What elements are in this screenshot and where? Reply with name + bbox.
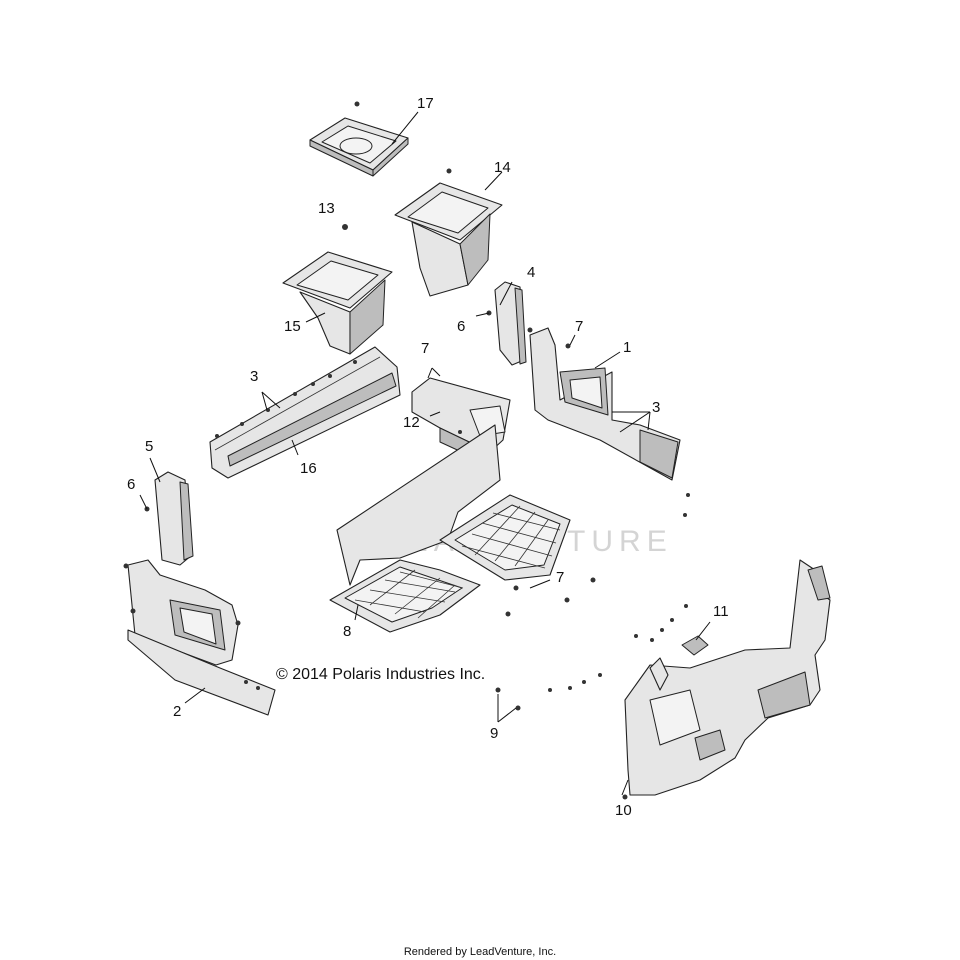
part-9-fasteners[interactable] [495,493,691,711]
callout-5: 5 [145,438,153,455]
callout-3-right: 3 [652,399,660,416]
callout-labels: 17 14 13 4 6 15 7 7 1 3 3 12 16 5 6 7 11… [127,95,729,819]
part-5-pillar-panel[interactable] [144,471,194,566]
callout-14: 14 [494,159,511,176]
callout-16: 16 [300,460,317,477]
callout-2: 2 [173,703,181,720]
part-14-storage-bin[interactable] [394,168,503,297]
callout-10: 10 [615,802,632,819]
callout-6-left: 6 [127,476,135,493]
callout-12: 12 [403,414,420,431]
part-11-pad[interactable] [681,635,709,656]
callout-7-console: 7 [421,340,429,357]
callout-17: 17 [417,95,434,112]
render-credit: Rendered by LeadVenture, Inc. [404,946,556,958]
part-16-floor-rail[interactable] [209,346,401,479]
callout-8: 8 [343,623,351,640]
part-7-fasteners[interactable] [505,577,596,617]
part-17-storage-lid[interactable] [309,101,409,177]
callout-3-left: 3 [250,368,258,385]
part-2-side-panel[interactable] [123,559,276,716]
part-10-rear-bulkhead[interactable] [622,559,831,800]
part-1-side-panel[interactable] [527,327,681,481]
part-13-fastener[interactable] [342,224,348,230]
callout-13: 13 [318,200,335,217]
callout-4: 4 [527,264,535,281]
part-15-storage-bin[interactable] [282,251,393,355]
callout-7-floor: 7 [556,569,564,586]
callout-7-right: 7 [575,318,583,335]
callout-9: 9 [490,725,498,742]
callout-6-right: 6 [457,318,465,335]
copyright-notice: © 2014 Polaris Industries Inc. [276,666,485,683]
part-8-floor-assembly[interactable] [329,424,571,633]
part-4-pillar-panel[interactable] [486,281,527,366]
leader-lines [139,111,711,796]
callout-15: 15 [284,318,301,335]
callout-1: 1 [623,339,631,356]
callout-11: 11 [713,603,729,620]
